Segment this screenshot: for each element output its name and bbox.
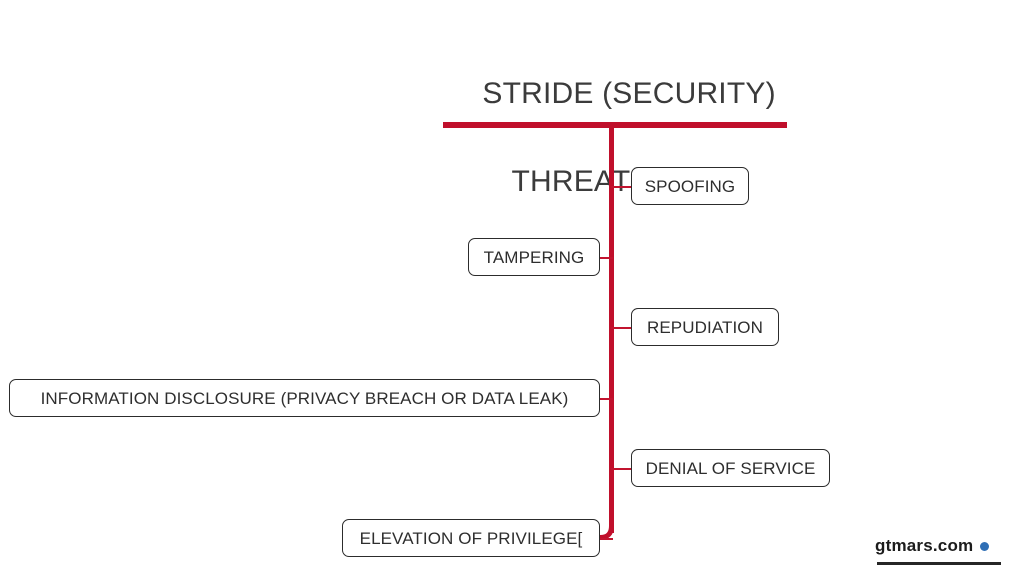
node-spoofing[interactable]: SPOOFING bbox=[631, 167, 749, 205]
connector-tampering bbox=[600, 257, 613, 259]
connector-elevation-of-privilege bbox=[600, 538, 613, 540]
root-bar bbox=[443, 122, 787, 128]
watermark-dot-icon bbox=[980, 541, 990, 551]
node-repudiation[interactable]: REPUDIATION bbox=[631, 308, 779, 346]
node-label: DENIAL OF SERVICE bbox=[645, 458, 816, 478]
node-information-disclosure[interactable]: INFORMATION DISCLOSURE (PRIVACY BREACH O… bbox=[9, 379, 600, 417]
watermark-rule bbox=[877, 562, 1001, 565]
node-label: TAMPERING bbox=[483, 247, 585, 267]
watermark-text: gtmars.com bbox=[875, 536, 974, 555]
spine-line bbox=[609, 125, 614, 533]
title-line-1: STRIDE (SECURITY) bbox=[482, 77, 776, 110]
connector-repudiation bbox=[611, 327, 633, 329]
node-label: SPOOFING bbox=[644, 176, 736, 196]
node-label: REPUDIATION bbox=[646, 317, 764, 337]
node-tampering[interactable]: TAMPERING bbox=[468, 238, 600, 276]
watermark: gtmars.com bbox=[875, 536, 990, 556]
node-label: INFORMATION DISCLOSURE (PRIVACY BREACH O… bbox=[40, 388, 569, 408]
node-elevation-of-privilege[interactable]: ELEVATION OF PRIVILEGE[ bbox=[342, 519, 600, 557]
connector-denial-of-service bbox=[611, 468, 633, 470]
node-label: ELEVATION OF PRIVILEGE[ bbox=[359, 528, 583, 548]
spine-elbow-icon bbox=[586, 512, 614, 540]
connector-spooofing bbox=[611, 186, 633, 188]
connector-information-disclosure bbox=[600, 398, 613, 400]
node-denial-of-service[interactable]: DENIAL OF SERVICE bbox=[631, 449, 830, 487]
